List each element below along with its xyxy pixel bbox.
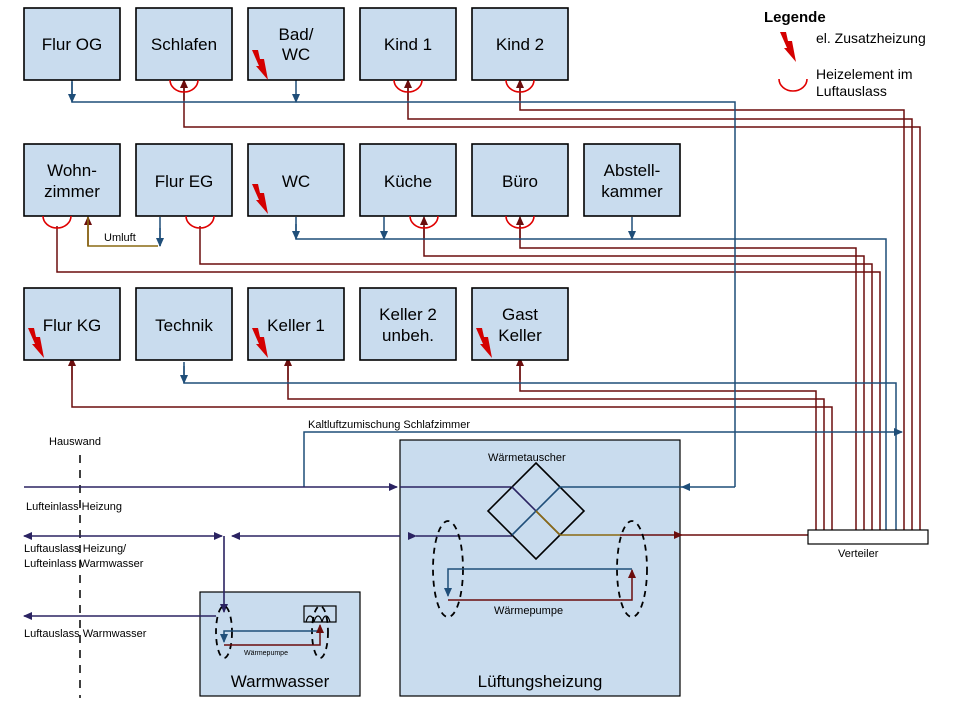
luftauslass-warmwasser-label: Luftauslass Warmwasser (24, 628, 147, 640)
room-flur-og (23, 7, 121, 81)
legend: Legende el. Zusatzheizung Heizelement im… (764, 9, 926, 99)
room-kueche (359, 143, 457, 217)
rooms-kg (23, 287, 569, 361)
hauswand-label: Hauswand (49, 436, 101, 448)
heating-element-icon (778, 78, 808, 92)
heating-element-icon (409, 215, 439, 229)
rooms-eg (23, 143, 681, 217)
room-flur-eg (135, 143, 233, 217)
kaltluft-label: Kaltluftzumischung Schlafzimmer (308, 419, 470, 431)
luftauslass-heizung-label-2: Lufteinlass Warmwasser (24, 558, 144, 570)
room-kind-2 (471, 7, 569, 81)
room-label: Keller (498, 326, 542, 345)
room-abstellkammer (583, 143, 681, 217)
heating-element-icon (185, 215, 215, 229)
heat-exchanger: Wärmetauscher (486, 452, 808, 561)
heating-element-icon (505, 79, 535, 93)
room-buero (471, 143, 569, 217)
room-schlafen (135, 7, 233, 81)
waermetauscher-label: Wärmetauscher (488, 452, 566, 464)
lightning-bolt-icon (780, 32, 796, 62)
room-bad-wc (247, 7, 345, 81)
legend-zusatzheizung: el. Zusatzheizung (816, 30, 926, 46)
room-label: Kind 1 (384, 35, 432, 54)
verteiler-label: Verteiler (838, 548, 879, 560)
lueftungsheizung-unit (399, 439, 681, 697)
room-label: Schlafen (151, 35, 217, 54)
room-label: Flur OG (42, 35, 102, 54)
legend-title: Legende (764, 9, 826, 26)
room-keller-2 (359, 287, 457, 361)
room-label: Abstell- (604, 161, 661, 180)
heating-element-icon (169, 79, 199, 93)
room-label: Wohn- (47, 161, 97, 180)
room-label: Keller 2 (379, 305, 437, 324)
room-label: zimmer (44, 182, 100, 201)
waermepumpe-small-label: Wärmepumpe (244, 650, 288, 657)
room-label: Bad/ (279, 25, 314, 44)
room-label: unbeh. (382, 326, 434, 345)
room-kind-1 (359, 7, 457, 81)
outdoor-air-lines (23, 483, 512, 620)
heating-element-icon (393, 79, 423, 93)
room-label: Küche (384, 172, 432, 191)
legend-heizelement-2: Luftauslass (816, 83, 887, 99)
rooms-og (23, 7, 569, 81)
room-label: Keller 1 (267, 316, 325, 335)
lueftungsheizung-label: Lüftungsheizung (478, 672, 603, 691)
heat-pump-main: Wärmepumpe (432, 520, 648, 618)
room-label: Kind 2 (496, 35, 544, 54)
heating-element-icon (42, 215, 72, 229)
lufteinlass-heizung-label: Lufteinlass Heizung (26, 501, 122, 513)
room-label: Technik (155, 316, 213, 335)
waermepumpe-label: Wärmepumpe (494, 605, 563, 617)
warmwasser-label: Warmwasser (231, 672, 330, 691)
room-label: Flur KG (43, 316, 102, 335)
heating-coil-icon (305, 615, 331, 623)
heating-elements (42, 79, 535, 229)
legend-heizelement-1: Heizelement im (816, 66, 912, 82)
room-technik (135, 287, 233, 361)
room-label: WC (282, 172, 310, 191)
luftauslass-heizung-label-1: Luftauslass Heizung/ (24, 543, 127, 555)
room-label: Gast (502, 305, 538, 324)
room-label: WC (282, 45, 310, 64)
room-keller-1 (247, 287, 345, 361)
room-label: kammer (601, 182, 663, 201)
room-label: Büro (502, 172, 538, 191)
room-label: Flur EG (155, 172, 214, 191)
umluft-label: Umluft (104, 232, 136, 244)
water-tank-icon (303, 605, 337, 623)
heating-element-icon (505, 215, 535, 229)
verteiler-box (807, 529, 929, 545)
exhaust-ducts (68, 80, 903, 530)
room-labels: Flur OG Schlafen Bad/ WC Kind 1 Kind 2 W… (42, 25, 663, 345)
room-wohnzimmer (23, 143, 121, 217)
heat-pump-small: Wärmepumpe (215, 605, 337, 659)
